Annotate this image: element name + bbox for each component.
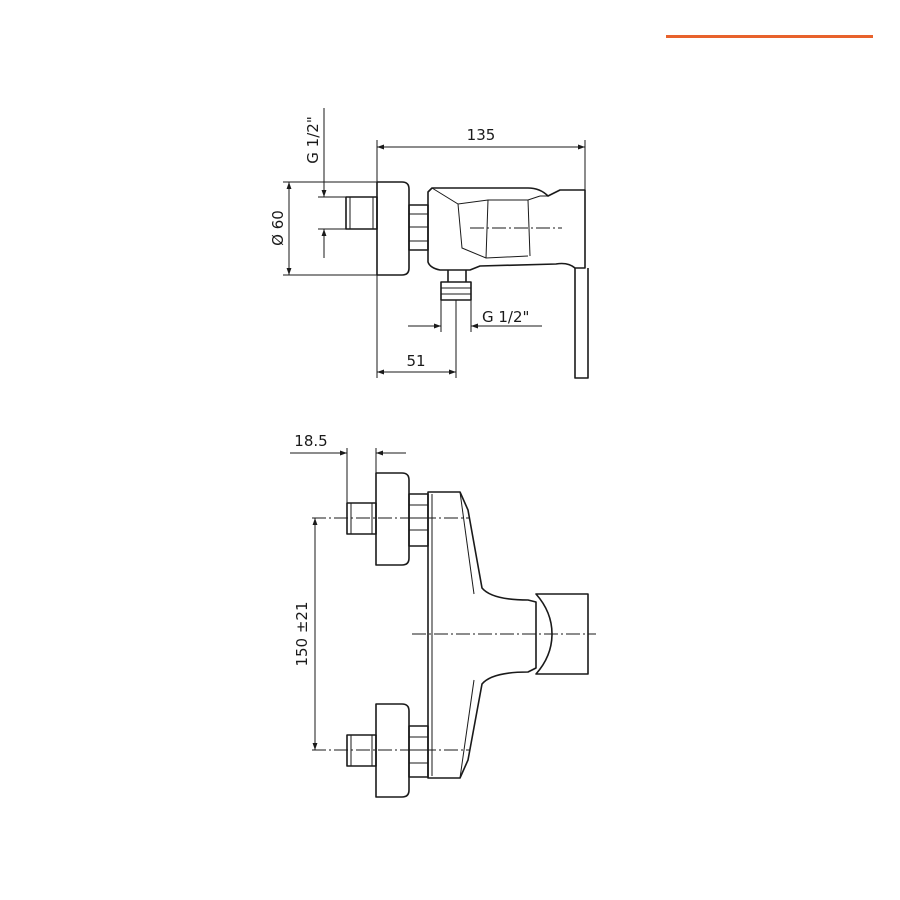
dim-eccentric-depth: 18.5 [294, 432, 327, 450]
dim-outlet-thread: G 1/2" [482, 308, 529, 326]
dim-outlet-offset: 51 [406, 352, 425, 370]
dim-overall-length: 135 [467, 126, 496, 144]
dim-inlet-diameter: Ø 60 [269, 210, 287, 246]
side-flange [376, 181, 410, 276]
side-inlet-stub [345, 196, 378, 230]
front-top-flange [375, 472, 410, 566]
front-mixer-body [427, 491, 537, 779]
front-top-nut [408, 493, 429, 547]
side-lever-handle [574, 268, 589, 379]
dim-inlet-spacing: 150 ±21 [293, 601, 311, 666]
front-view: 18.5 150 ±21 [290, 432, 596, 798]
front-lever-handle [535, 593, 589, 675]
dim-inlet-thread: G 1/2" [304, 116, 322, 163]
side-outlet [440, 281, 472, 301]
accent-rule [666, 35, 873, 38]
front-bottom-flange [375, 703, 410, 798]
front-bottom-nut [408, 725, 429, 778]
side-view: 135 Ø 60 G 1/2" G 1/2" 51 [269, 108, 589, 379]
side-mixer-body [427, 187, 586, 271]
